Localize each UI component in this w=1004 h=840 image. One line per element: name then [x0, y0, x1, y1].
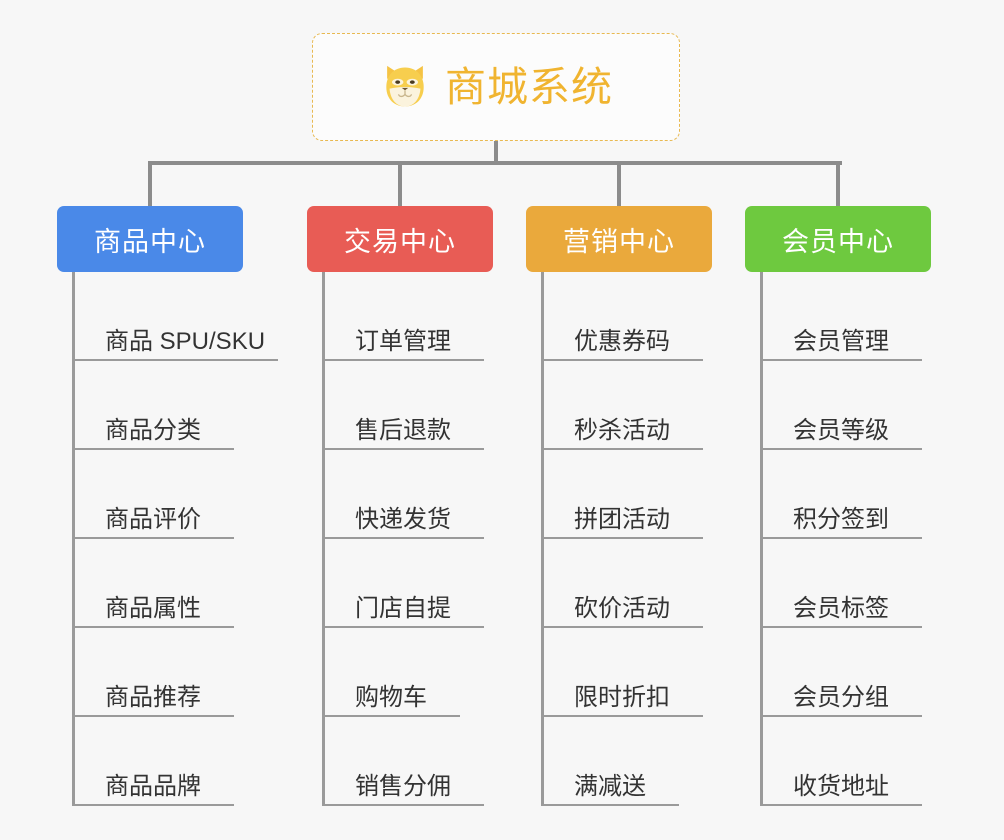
leaf-item-label: 商品评价 — [105, 506, 201, 534]
leaf-item-label: 商品 SPU/SKU — [105, 328, 266, 356]
leaf-item-label: 限时折扣 — [574, 684, 670, 712]
drop-connector-3 — [617, 161, 621, 208]
category-box-2[interactable]: 交易中心 — [307, 206, 493, 272]
leaf-item-label: 秒杀活动 — [574, 417, 670, 445]
leaf-item-label: 商品分类 — [105, 417, 201, 445]
leaf-item-label: 门店自提 — [355, 595, 451, 623]
leaf-item-underline — [322, 626, 484, 628]
leaf-item-label: 积分签到 — [793, 506, 889, 534]
leaf-item-underline — [72, 359, 278, 361]
leaf-item[interactable]: 订单管理 — [322, 272, 552, 361]
leaf-item[interactable]: 售后退款 — [322, 361, 552, 450]
leaf-item-underline — [760, 537, 922, 539]
leaf-item-label: 商品品牌 — [105, 773, 201, 801]
category-label-1: 商品中心 — [94, 226, 206, 257]
leaf-item-underline — [322, 804, 484, 806]
category-box-1[interactable]: 商品中心 — [57, 206, 243, 272]
category-label-4: 会员中心 — [782, 226, 894, 257]
drop-connector-4 — [836, 161, 840, 208]
leaf-item-label: 满减送 — [574, 773, 646, 801]
category-box-4[interactable]: 会员中心 — [745, 206, 931, 272]
leaf-item-label: 商品属性 — [105, 595, 201, 623]
leaf-item[interactable]: 商品推荐 — [72, 628, 302, 717]
leaf-item-underline — [541, 715, 703, 717]
leaf-column-spine — [760, 272, 763, 806]
leaf-item-underline — [72, 448, 234, 450]
leaf-item[interactable]: 积分签到 — [760, 450, 990, 539]
root-node[interactable]: 商城系统 — [312, 33, 680, 141]
leaf-item[interactable]: 商品品牌 — [72, 717, 302, 806]
leaf-item-underline — [760, 448, 922, 450]
leaf-item[interactable]: 拼团活动 — [541, 450, 771, 539]
leaf-item[interactable]: 秒杀活动 — [541, 361, 771, 450]
leaf-item[interactable]: 会员标签 — [760, 539, 990, 628]
leaf-item-underline — [72, 537, 234, 539]
leaf-column-1: 商品 SPU/SKU 商品分类商品评价商品属性商品推荐商品品牌 — [72, 272, 302, 806]
leaf-item-underline — [72, 626, 234, 628]
drop-connector-1 — [148, 161, 152, 208]
leaf-item-label: 砍价活动 — [574, 595, 670, 623]
leaf-item[interactable]: 砍价活动 — [541, 539, 771, 628]
leaf-item[interactable]: 商品属性 — [72, 539, 302, 628]
leaf-item[interactable]: 收货地址 — [760, 717, 990, 806]
leaf-item-underline — [72, 715, 234, 717]
leaf-column-4: 会员管理会员等级积分签到会员标签会员分组收货地址 — [760, 272, 990, 806]
leaf-item-label: 会员管理 — [793, 328, 889, 356]
leaf-item-underline — [322, 537, 484, 539]
leaf-item-underline — [322, 715, 460, 717]
leaf-item[interactable]: 会员管理 — [760, 272, 990, 361]
leaf-item-label: 会员分组 — [793, 684, 889, 712]
drop-connector-2 — [398, 161, 402, 208]
leaf-item-underline — [72, 804, 234, 806]
category-label-2: 交易中心 — [344, 226, 456, 257]
leaf-item-label: 拼团活动 — [574, 506, 670, 534]
leaf-item-label: 快递发货 — [355, 506, 451, 534]
leaf-item-label: 会员标签 — [793, 595, 889, 623]
leaf-item-underline — [541, 448, 703, 450]
leaf-item-label: 购物车 — [355, 684, 427, 712]
leaf-item[interactable]: 快递发货 — [322, 450, 552, 539]
leaf-column-spine — [72, 272, 75, 806]
leaf-item-label: 售后退款 — [355, 417, 451, 445]
leaf-item[interactable]: 销售分佣 — [322, 717, 552, 806]
leaf-item-label: 会员等级 — [793, 417, 889, 445]
leaf-item-label: 优惠券码 — [574, 328, 670, 356]
leaf-item-label: 销售分佣 — [355, 773, 451, 801]
leaf-item[interactable]: 优惠券码 — [541, 272, 771, 361]
leaf-item[interactable]: 商品 SPU/SKU — [72, 272, 302, 361]
leaf-item-underline — [760, 626, 922, 628]
leaf-item-underline — [541, 626, 703, 628]
category-box-3[interactable]: 营销中心 — [526, 206, 712, 272]
leaf-item[interactable]: 商品评价 — [72, 450, 302, 539]
leaf-item-underline — [760, 804, 922, 806]
leaf-item[interactable]: 门店自提 — [322, 539, 552, 628]
leaf-item-underline — [322, 359, 484, 361]
leaf-item[interactable]: 会员分组 — [760, 628, 990, 717]
leaf-item-underline — [760, 359, 922, 361]
leaf-column-spine — [541, 272, 544, 806]
leaf-item-underline — [541, 804, 679, 806]
leaf-item-underline — [322, 448, 484, 450]
leaf-item-underline — [541, 537, 703, 539]
leaf-item[interactable]: 购物车 — [322, 628, 552, 717]
leaf-item-underline — [760, 715, 922, 717]
leaf-column-3: 优惠券码秒杀活动拼团活动砍价活动限时折扣满减送 — [541, 272, 771, 806]
leaf-column-spine — [322, 272, 325, 806]
leaf-item[interactable]: 会员等级 — [760, 361, 990, 450]
leaf-item-label: 商品推荐 — [105, 684, 201, 712]
root-title: 商城系统 — [445, 63, 613, 110]
leaf-item[interactable]: 满减送 — [541, 717, 771, 806]
shiba-dog-face-icon — [386, 65, 424, 107]
leaf-column-2: 订单管理售后退款快递发货门店自提购物车销售分佣 — [322, 272, 552, 806]
root-stem-connector — [494, 141, 498, 163]
leaf-item[interactable]: 商品分类 — [72, 361, 302, 450]
leaf-item-label: 订单管理 — [355, 328, 451, 356]
horizontal-bus-connector — [150, 161, 842, 165]
category-label-3: 营销中心 — [563, 226, 675, 257]
leaf-item-label: 收货地址 — [793, 773, 889, 801]
leaf-item-underline — [541, 359, 703, 361]
leaf-item[interactable]: 限时折扣 — [541, 628, 771, 717]
